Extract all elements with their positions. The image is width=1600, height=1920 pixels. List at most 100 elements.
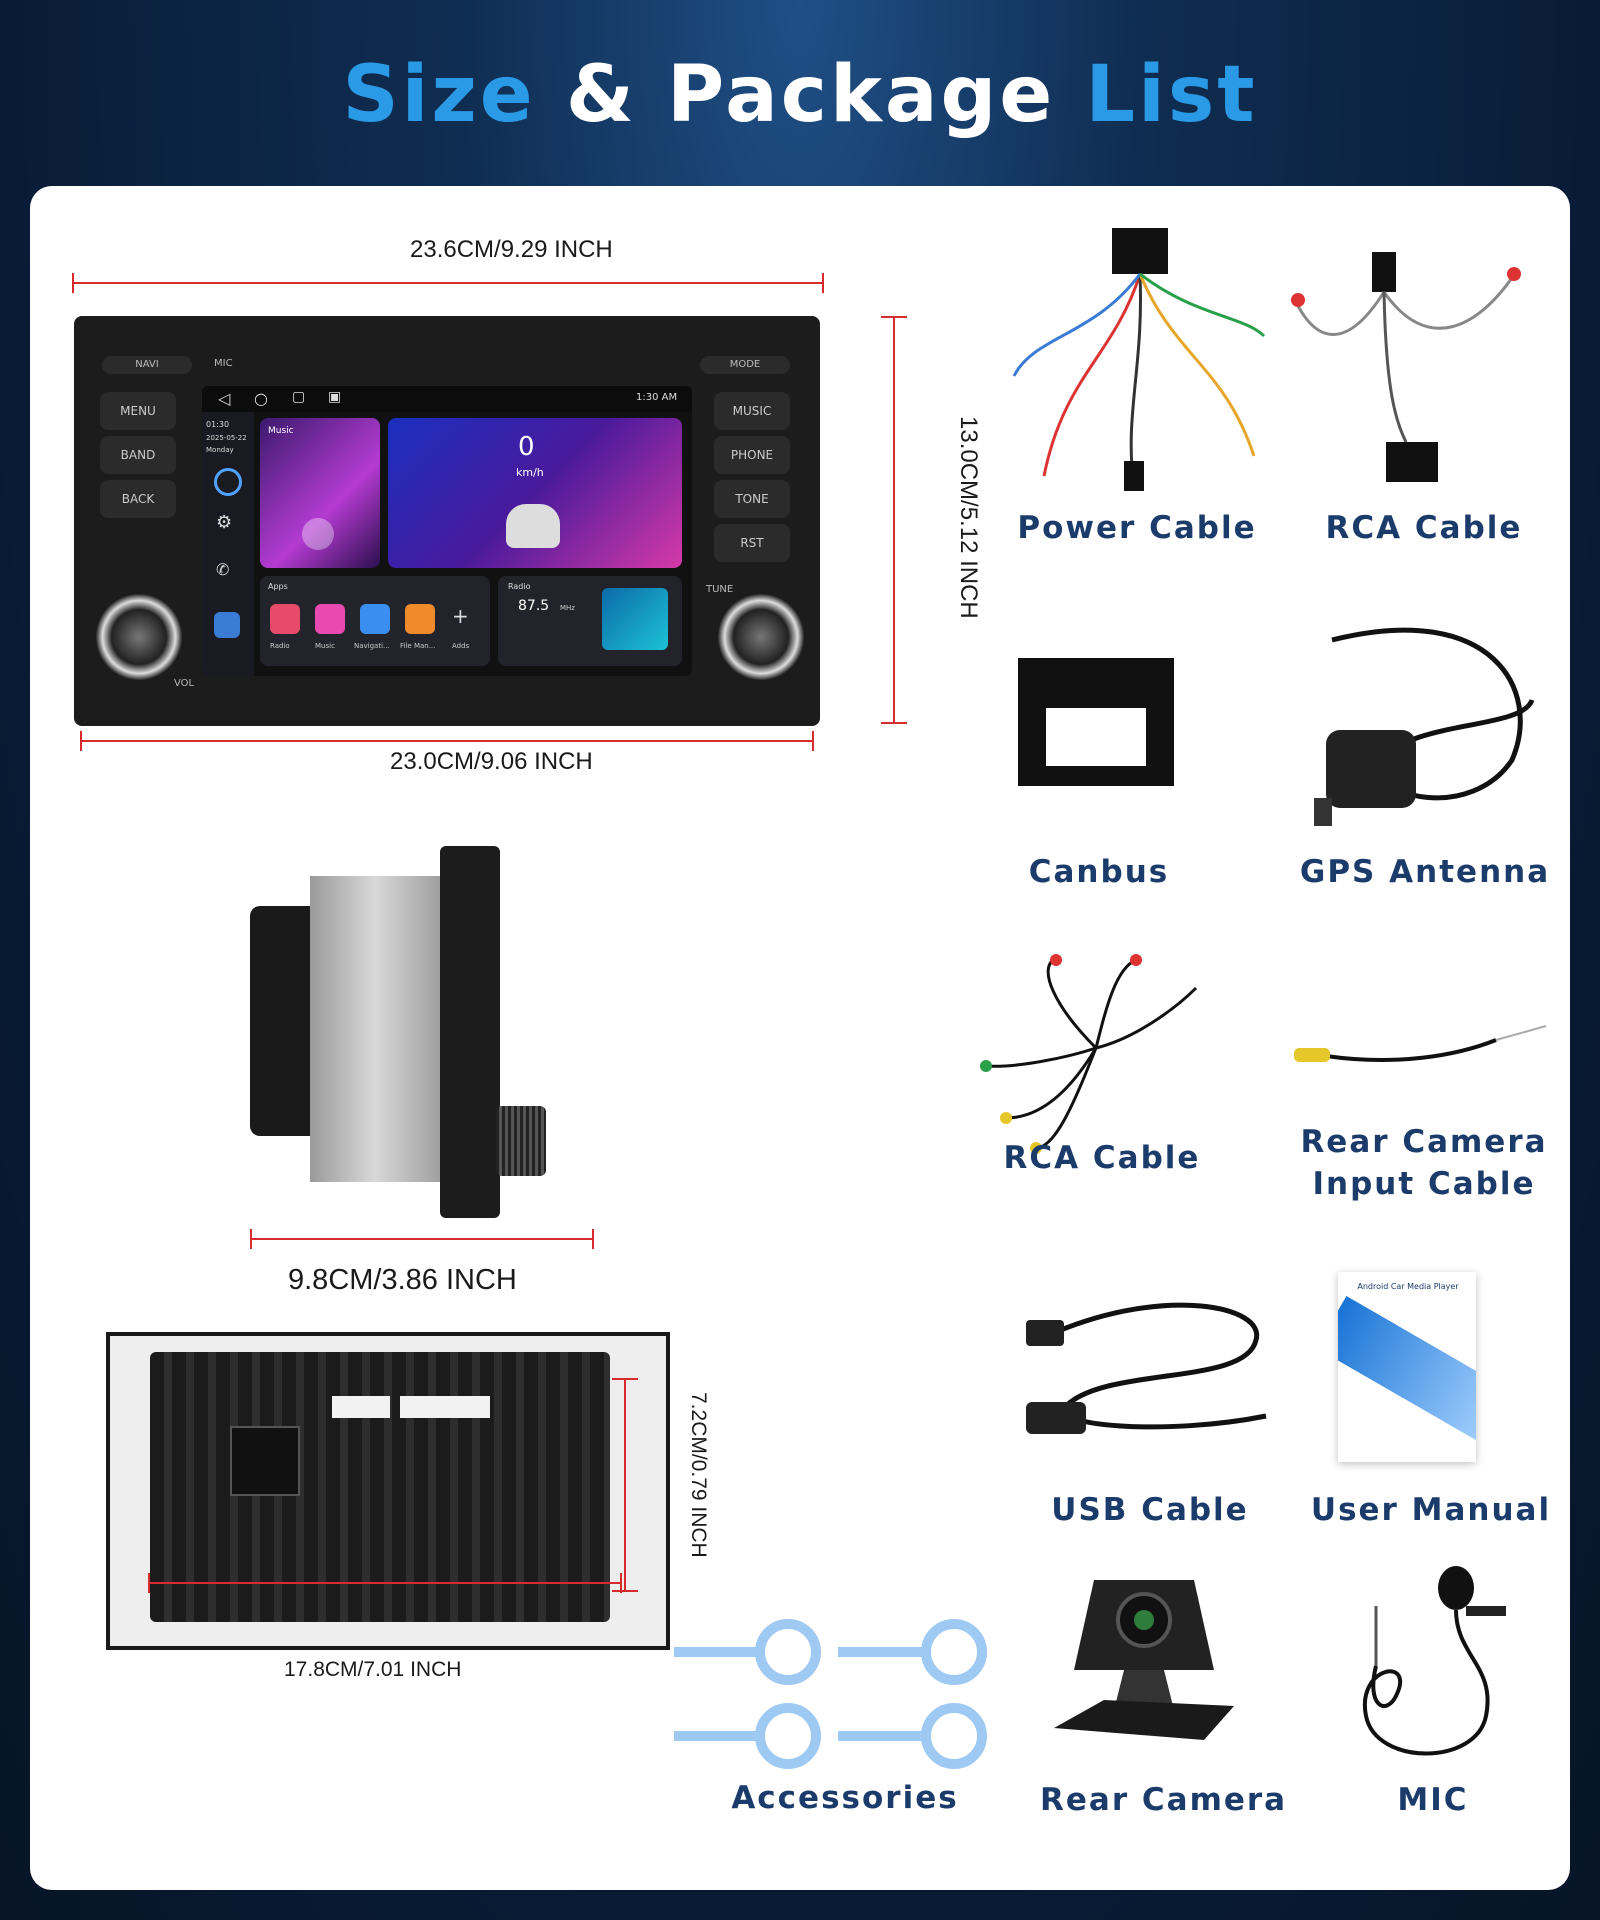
- mic-image: [1362, 1566, 1506, 1756]
- clock: 01:30: [206, 420, 230, 429]
- home-nav-icon: ○: [254, 389, 268, 408]
- head-unit-screen: ◁ ○ ▢ ▣ 1:30 AM 01:30 2025-05-22 Monday …: [202, 386, 692, 676]
- back-height-line: [612, 1378, 638, 1592]
- menu-button: MENU: [100, 392, 176, 430]
- apps-card: Apps + Radio Music Navigati... File Man.…: [260, 576, 490, 666]
- back-nav-icon: ◁: [218, 389, 231, 408]
- mode-button: MODE: [700, 356, 790, 374]
- back-button: BACK: [100, 480, 176, 518]
- rear-camera-image: [1054, 1580, 1234, 1740]
- metal-chassis: [310, 876, 440, 1182]
- connector: [332, 1396, 390, 1418]
- accessories-image: [674, 1619, 987, 1769]
- head-unit-back: [106, 1332, 670, 1650]
- height-label: 13.0CM/5.12 INCH: [955, 416, 982, 619]
- radio-card-title: Radio: [508, 582, 531, 591]
- rca-cable-image: [980, 954, 1198, 1154]
- head-unit-side: [250, 846, 592, 1218]
- vol-label: VOL: [174, 678, 195, 689]
- status-time: 1:30 AM: [636, 392, 678, 403]
- content-card: 23.6CM/9.29 INCH NAVI MIC MODE MENU BAND…: [30, 186, 1570, 1890]
- top-width-label: 23.6CM/9.29 INCH: [410, 236, 613, 263]
- app-label: Adds: [452, 642, 470, 650]
- day: Monday: [206, 446, 234, 454]
- power-cable-image: [1012, 228, 1266, 491]
- rca-cable-image: [1291, 252, 1521, 482]
- date: 2025-05-22: [206, 434, 247, 442]
- package-label: Canbus: [1028, 854, 1170, 890]
- back-height-label: 7.2CM/0.79 INCH: [687, 1392, 710, 1558]
- assistant-icon: [214, 468, 242, 496]
- add-app-icon: +: [452, 604, 469, 628]
- phone-button: PHONE: [714, 436, 790, 474]
- tune-label: TUNE: [706, 584, 734, 595]
- apps-card-title: Apps: [268, 582, 288, 591]
- radio-frequency: 87.5: [518, 598, 550, 614]
- mic-label: MIC: [214, 358, 233, 369]
- navigation-icon: [214, 612, 240, 638]
- manual-title: Android Car Media Player: [1357, 1282, 1459, 1291]
- play-icon: [302, 518, 334, 550]
- page-title: Size & Package List: [342, 50, 1258, 140]
- recent-nav-icon: ▢: [292, 389, 306, 405]
- knob-side: [496, 1106, 546, 1176]
- status-bar: ◁ ○ ▢ ▣ 1:30 AM: [202, 386, 692, 412]
- app-label: Navigati...: [354, 642, 390, 650]
- music-button: MUSIC: [714, 392, 790, 430]
- navi-button: NAVI: [102, 356, 192, 374]
- port-block: [230, 1426, 300, 1496]
- height-line: [881, 316, 907, 724]
- radio-card: Radio 87.5 MHz: [498, 576, 682, 666]
- speed-card: 0 km/h: [388, 418, 682, 568]
- connector: [400, 1396, 490, 1418]
- music-card: Music: [260, 418, 380, 568]
- package-label: User Manual: [1310, 1492, 1552, 1528]
- radio-visual: [602, 588, 668, 650]
- tune-knob: [718, 594, 804, 680]
- rear-camera-input-cable-image: [1294, 1025, 1547, 1062]
- screen-sidebar: 01:30 2025-05-22 Monday ⚙ ✆: [202, 412, 254, 676]
- package-label: GPS Antenna: [1299, 854, 1551, 890]
- tone-button: TONE: [714, 480, 790, 518]
- package-label: Rear Camera: [1040, 1782, 1288, 1818]
- front-panel-edge: [440, 846, 500, 1218]
- app-label: Radio: [270, 642, 290, 650]
- bottom-width-line: [80, 731, 814, 751]
- package-label: USB Cable: [1051, 1492, 1249, 1528]
- depth-line: [250, 1229, 594, 1249]
- depth-label: 9.8CM/3.86 INCH: [288, 1264, 517, 1296]
- navigation-app-icon: [360, 604, 390, 634]
- package-label: Rear Camera: [1300, 1124, 1548, 1160]
- bottom-width-label: 23.0CM/9.06 INCH: [390, 748, 593, 775]
- head-unit-front: NAVI MIC MODE MENU BAND BACK MUSIC PHONE…: [74, 316, 820, 726]
- volume-knob: [96, 594, 182, 680]
- phone-icon: ✆: [216, 560, 230, 579]
- band-button: BAND: [100, 436, 176, 474]
- package-label: Input Cable: [1312, 1166, 1536, 1202]
- user-manual-image: Android Car Media Player: [1338, 1272, 1476, 1462]
- radio-app-icon: [270, 604, 300, 634]
- back-width-label: 17.8CM/7.01 INCH: [284, 1658, 462, 1681]
- package-label: Power Cable: [1017, 510, 1257, 546]
- music-app-icon: [315, 604, 345, 634]
- canbus-image: [1018, 658, 1174, 786]
- speed-unit: km/h: [516, 466, 544, 479]
- speed-value: 0: [518, 432, 535, 462]
- rst-button: RST: [714, 524, 790, 562]
- package-label: MIC: [1397, 1782, 1469, 1818]
- music-card-title: Music: [268, 426, 294, 436]
- top-width-line: [72, 273, 824, 293]
- gps-antenna-image: [1314, 627, 1535, 826]
- app-label: Music: [315, 642, 335, 650]
- app-label: File Man...: [400, 642, 436, 650]
- package-label: RCA Cable: [1325, 510, 1523, 546]
- car-icon: [506, 504, 560, 548]
- usb-cable-image: [1026, 1302, 1267, 1434]
- back-width-line: [148, 1573, 622, 1593]
- radio-unit: MHz: [560, 604, 575, 612]
- package-label: RCA Cable: [1003, 1140, 1201, 1176]
- screenshot-icon: ▣: [328, 389, 342, 405]
- package-label: Accessories: [731, 1780, 959, 1816]
- file-manager-app-icon: [405, 604, 435, 634]
- settings-icon: ⚙: [216, 512, 233, 533]
